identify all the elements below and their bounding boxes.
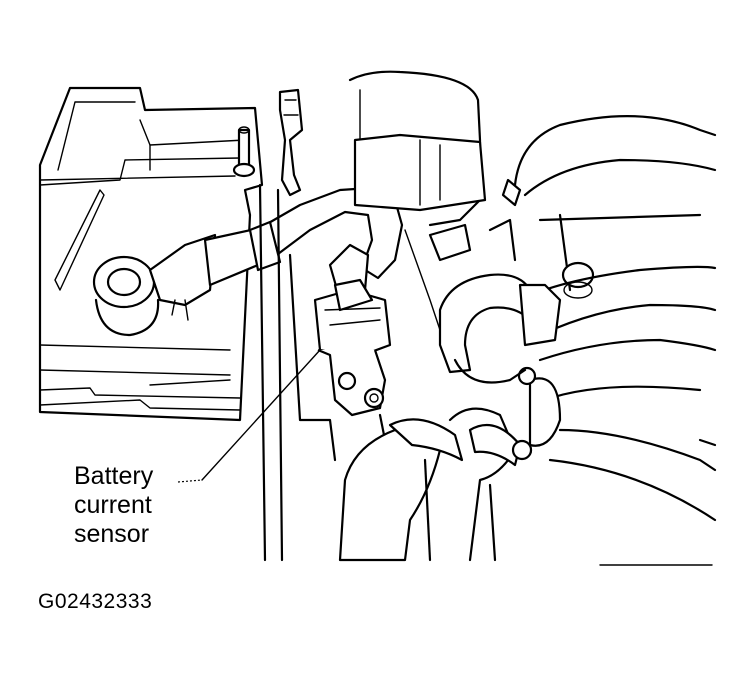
battery <box>38 86 264 422</box>
lower-hoses <box>338 407 533 562</box>
bolt-left <box>232 126 256 178</box>
top-connector <box>278 88 304 197</box>
battery-current-sensor <box>313 278 392 417</box>
callout-line-2: current <box>74 491 152 519</box>
callout-line-1: Battery <box>74 462 154 490</box>
engine-details <box>404 218 713 566</box>
figure-id: G02432333 <box>38 590 153 613</box>
callout-line-3: sensor <box>74 520 150 548</box>
callout-leader-line <box>201 349 321 481</box>
center-bracket <box>258 70 487 562</box>
callout-leader-dash <box>177 479 203 483</box>
battery-current-sensor-label: Battery current sensor <box>74 462 153 549</box>
coolant-hose <box>438 273 562 384</box>
battery-terminal <box>92 233 217 337</box>
